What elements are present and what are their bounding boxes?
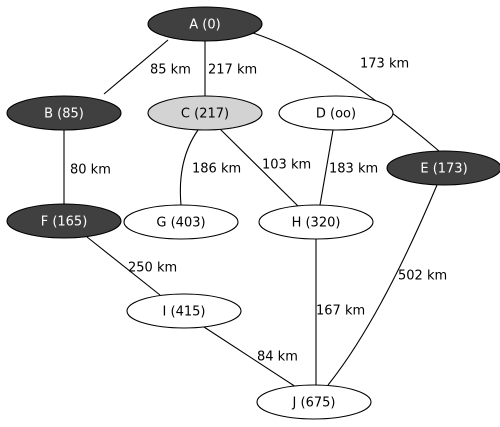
node-label-c: C (217)	[181, 107, 229, 122]
edge-e-j	[327, 184, 438, 386]
node-label-g: G (403)	[156, 216, 205, 231]
node-label-d: D (oo)	[316, 107, 356, 122]
node-ellipse-i	[126, 293, 242, 329]
edge-labels-layer: 85 km 217 km 173 km 80 km 186 km 103 km 183 km…	[70, 57, 447, 365]
node-ellipse-f	[6, 203, 122, 239]
node-b: B (85)	[6, 95, 122, 131]
node-a: A (0)	[147, 6, 263, 42]
node-ellipse-d	[278, 95, 394, 131]
edge-label-e-j: 502 km	[398, 269, 447, 284]
edge-d-h	[319, 129, 334, 206]
node-ellipse-j	[256, 384, 372, 420]
edge-label-h-j: 167 km	[316, 304, 365, 319]
edge-a-e	[252, 32, 440, 152]
edge-label-i-j: 84 km	[257, 350, 298, 365]
node-ellipse-e	[386, 150, 500, 186]
edge-label-b-f: 80 km	[70, 163, 111, 178]
edge-c-h	[219, 128, 299, 207]
edge-f-i	[86, 236, 161, 296]
node-ellipse-h	[258, 204, 374, 240]
node-e: E (173)	[386, 150, 500, 186]
node-ellipse-g	[123, 204, 239, 240]
node-f: F (165)	[6, 203, 122, 239]
edge-label-a-b: 85 km	[150, 63, 191, 78]
node-label-f: F (165)	[41, 215, 88, 230]
edge-label-c-h: 103 km	[262, 158, 311, 173]
node-label-h: H (320)	[292, 216, 341, 231]
node-label-a: A (0)	[189, 18, 220, 33]
edge-a-b	[103, 39, 169, 95]
edge-label-f-i: 250 km	[128, 261, 177, 276]
edge-label-c-g: 186 km	[192, 162, 241, 177]
edge-label-a-e: 173 km	[360, 57, 409, 72]
node-label-i: I (415)	[163, 305, 206, 320]
node-label-j: J (675)	[292, 396, 336, 411]
edge-c-g	[179, 129, 199, 206]
nodes-layer: A (0) B (85) C (217) D (oo) E (173) F (165) G …	[6, 6, 500, 420]
edges-layer	[63, 32, 440, 388]
node-g: G (403)	[123, 204, 239, 240]
node-ellipse-a	[147, 6, 263, 42]
node-ellipse-c	[147, 95, 263, 131]
node-h: H (320)	[258, 204, 374, 240]
node-label-e: E (173)	[420, 162, 467, 177]
node-ellipse-b	[6, 95, 122, 131]
node-j: J (675)	[256, 384, 372, 420]
node-label-b: B (85)	[44, 107, 84, 122]
edge-label-a-c: 217 km	[208, 63, 257, 78]
edge-i-j	[203, 326, 297, 388]
node-c: C (217)	[147, 95, 263, 131]
edge-label-d-h: 183 km	[329, 162, 378, 177]
node-i: I (415)	[126, 293, 242, 329]
node-d: D (oo)	[278, 95, 394, 131]
